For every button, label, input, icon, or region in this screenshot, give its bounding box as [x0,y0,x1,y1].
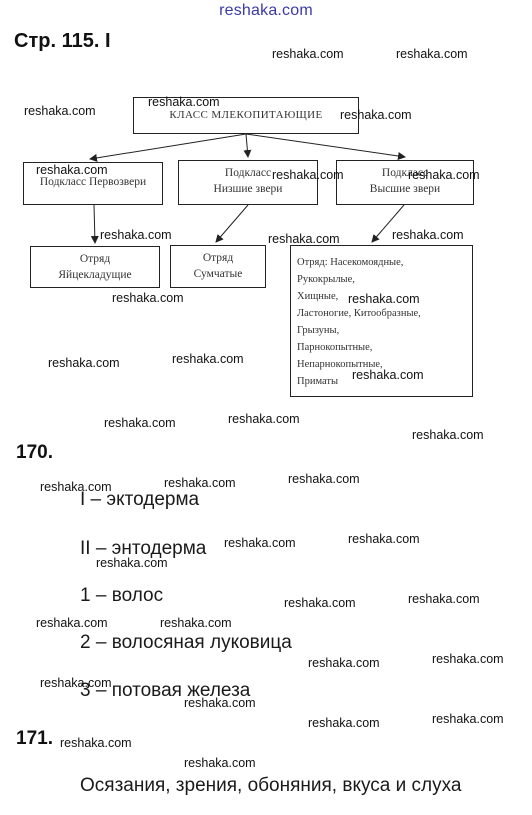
orders-list-item: Непарнокопытные, [297,359,383,370]
subclass-name: Низшие звери [213,182,283,195]
answer-item: I – эктодерма [80,489,200,510]
watermark: reshaka.com [408,592,480,606]
watermark: reshaka.com [100,228,172,242]
answer-item: II – энтодерма [80,538,207,559]
arrow-sub2-to-order2 [215,204,249,243]
watermark: reshaka.com [224,536,296,550]
watermark: reshaka.com [96,556,168,570]
watermark: reshaka.com [160,616,232,630]
watermark: reshaka.com [228,412,300,426]
arrow-sub1-to-order1 [90,204,99,244]
site-header[interactable]: reshaka.com [219,2,313,19]
watermark: reshaka.com [432,652,504,666]
orders-list-item: Парнокопытные, [297,342,373,353]
subclass-label: Подкласс [224,167,272,179]
order-box-monotremes: Отряд Яйцекладущие [30,246,160,288]
orders-list-item: Приматы [297,376,339,387]
order-name: Сумчатые [193,267,243,280]
watermark: reshaka.com [396,47,468,61]
watermark: reshaka.com [288,472,360,486]
subclass-box-eutheria: Подкласс Высшие звери [336,160,474,205]
arrow-class-to-sub3 [245,133,406,160]
orders-list-item: Ластоногие, Китообразные, [297,308,421,319]
watermark: reshaka.com [36,163,108,177]
watermark: reshaka.com [40,480,112,494]
watermark: reshaka.com [308,656,380,670]
order-label: Отряд [79,253,111,265]
watermark: reshaka.com [412,428,484,442]
watermark: reshaka.com [184,696,256,710]
orders-list-item: Отряд: Насекомоядные, [297,257,404,268]
watermark: reshaka.com [148,95,220,109]
orders-list-item: Рукокрылые, [297,274,355,285]
orders-list-item: Грызуны, [297,325,340,336]
arrow-class-to-sub2 [243,133,252,158]
arrow-sub3-to-orders [371,204,405,243]
watermark: reshaka.com [408,168,480,182]
watermark: reshaka.com [272,168,344,182]
order-name: Яйцекладущие [58,268,132,281]
watermark: reshaka.com [268,232,340,246]
watermark: reshaka.com [40,676,112,690]
watermark: reshaka.com [112,291,184,305]
watermark: reshaka.com [36,616,108,630]
class-mammals-label: КЛАСС МЛЕКОПИТАЮЩИЕ [169,109,323,121]
orders-list-item: Хищные, [297,291,339,302]
subclass-label: Подкласс Первозвери [39,176,147,188]
page-reference: Стр. 115. I [14,30,111,52]
watermark: reshaka.com [284,596,356,610]
subclass-box-metatheria: Подкласс Низшие звери [178,160,318,205]
watermark: reshaka.com [432,712,504,726]
diagram-connectors [89,133,406,244]
arrow-class-to-sub1 [89,133,247,162]
class-mammals-box: КЛАСС МЛЕКОПИТАЮЩИЕ [133,97,359,134]
order-box-marsupials: Отряд Сумчатые [170,245,266,288]
watermark: reshaka.com [340,108,412,122]
subclass-name: Высшие звери [369,182,441,195]
watermark: reshaka.com [104,416,176,430]
watermark: reshaka.com [392,228,464,242]
watermark: reshaka.com [348,532,420,546]
question-171-number: 171. [16,728,53,749]
watermark: reshaka.com [60,736,132,750]
watermark: reshaka.com [272,47,344,61]
watermark: reshaka.com [48,356,120,370]
orders-list-box: Отряд: Насекомоядные, Рукокрылые, Хищные… [290,245,473,397]
watermark: reshaka.com [24,104,96,118]
watermark: reshaka.com [164,476,236,490]
answer-item: 2 – волосяная луковица [80,632,292,653]
order-label: Отряд [202,252,234,264]
watermark: reshaka.com [352,368,424,382]
subclass-box-prototheria: Подкласс Первозвери [23,162,163,205]
watermark: reshaka.com [184,756,256,770]
answer-item: 3 – потовая железа [80,680,251,701]
watermark: reshaka.com [172,352,244,366]
question-170-number: 170. [16,442,53,463]
answer-item: 1 – волос [80,585,164,606]
question-171-answer: Осязания, зрения, обоняния, вкуса и слух… [80,775,462,796]
watermark: reshaka.com [348,292,420,306]
subclass-label: Подкласс [381,167,429,179]
watermark: reshaka.com [308,716,380,730]
